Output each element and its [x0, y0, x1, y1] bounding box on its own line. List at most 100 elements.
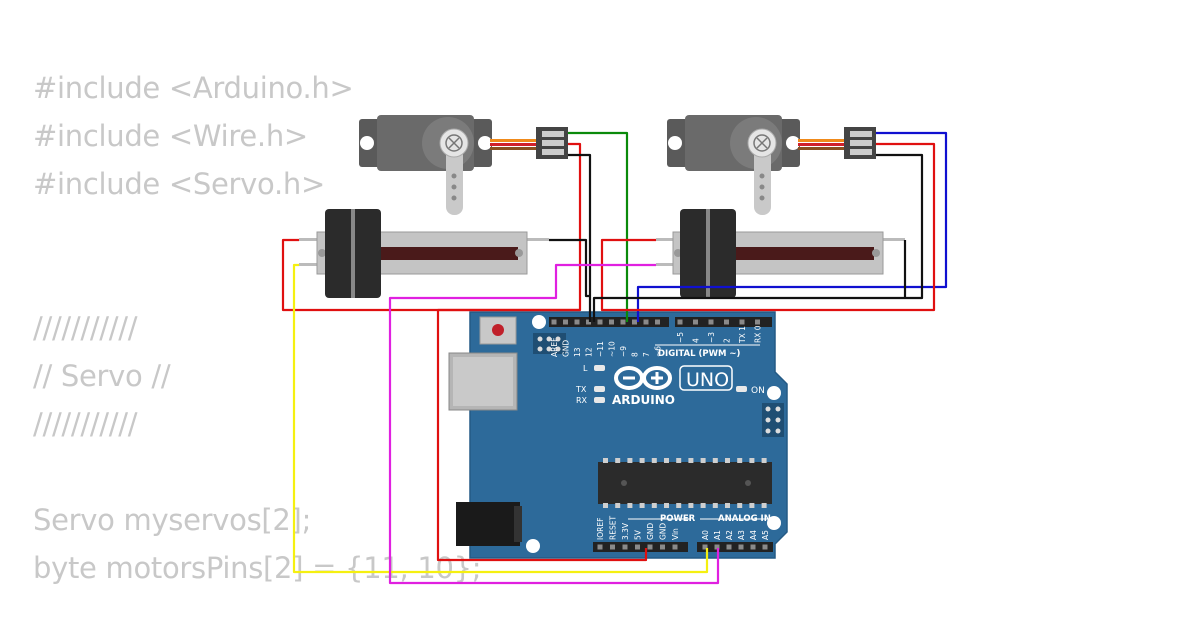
wire-servo2-vcc[interactable] [600, 142, 936, 312]
header-pin[interactable] [762, 544, 768, 550]
uno-badge [679, 365, 733, 391]
reset-button-cap[interactable] [492, 324, 504, 336]
pin-label: ~10 [608, 341, 617, 357]
led-on [736, 386, 747, 392]
pin-label: 4 [692, 338, 701, 343]
header-pin[interactable] [724, 319, 729, 325]
pin-label: A2 [725, 530, 734, 540]
wire-pot1-wiper[interactable] [292, 263, 709, 574]
chip-pin [712, 503, 718, 508]
digital-header-right [675, 317, 772, 327]
header-pin[interactable] [586, 319, 591, 325]
power-jack-edge [514, 506, 522, 542]
slide-potentiometer-2[interactable] [656, 209, 905, 298]
servo-motor-2[interactable] [667, 115, 876, 215]
pin-label: 12 [585, 347, 594, 357]
wire-servo2-gnd[interactable] [592, 153, 924, 322]
header-pin[interactable] [622, 544, 628, 550]
chip-pin [688, 503, 694, 508]
chip-pin [725, 458, 730, 463]
header-pin[interactable] [726, 544, 732, 550]
pin-label: ~3 [707, 332, 716, 343]
arduino-uno-board[interactable]: L TX RX ON ARDUINO UNO [448, 311, 788, 559]
header-pin[interactable] [739, 319, 745, 325]
header-pin[interactable] [677, 319, 683, 325]
header-pin[interactable] [708, 319, 714, 325]
header-pin[interactable] [609, 319, 614, 325]
header-pin[interactable] [632, 319, 637, 325]
code-line: #include <Servo.h> [33, 167, 325, 201]
servo-horn-icon [753, 134, 771, 152]
header-pin[interactable] [563, 319, 568, 325]
header-pin[interactable] [610, 544, 615, 550]
chip-pin [749, 458, 755, 463]
header-pin[interactable] [551, 319, 557, 325]
chip-pin [627, 503, 633, 508]
header-pin[interactable] [750, 544, 756, 550]
wire-servo1-signal[interactable] [568, 131, 629, 322]
chip-pin [664, 503, 669, 508]
wire-pot1-gnd[interactable] [549, 238, 590, 298]
pin-label: GND [646, 523, 655, 540]
header-pin[interactable] [660, 544, 665, 550]
led-l [594, 365, 605, 371]
header-pin[interactable] [755, 319, 760, 325]
mounting-hole [526, 539, 540, 553]
mounting-hole [767, 386, 781, 400]
power-label: POWER [660, 514, 696, 524]
icsp-header [533, 333, 566, 354]
header-pin[interactable] [702, 544, 708, 550]
chip-pin [749, 503, 755, 508]
header-pin[interactable] [738, 544, 744, 550]
wire-5v[interactable] [436, 308, 648, 562]
chip-pin [700, 503, 706, 508]
header-pin[interactable] [714, 544, 720, 550]
chip-pin [761, 458, 767, 463]
header-pin[interactable] [597, 319, 603, 325]
header-pin[interactable] [635, 544, 640, 550]
wire-pot2-wiper[interactable] [388, 263, 720, 585]
led-rx-label: RX [576, 396, 588, 405]
pin-label: RX 0 [754, 325, 763, 343]
pin-label: A5 [761, 530, 770, 540]
code-line: Servo myservos[2]; [33, 503, 312, 537]
header-pin[interactable] [597, 544, 603, 550]
pin-label: ~9 [619, 346, 628, 357]
wire-servo1-gnd[interactable] [568, 153, 592, 322]
header-pin[interactable] [672, 544, 678, 550]
power-header [593, 542, 688, 552]
analog-header [697, 542, 773, 552]
chip-pin [615, 458, 621, 463]
arduino-logo-icon [614, 366, 672, 390]
atmega-chip [598, 458, 772, 508]
header-pin[interactable] [647, 544, 653, 550]
icsp-header-right [762, 403, 784, 437]
chip-pin [639, 503, 645, 508]
chip-pin [688, 458, 694, 463]
chip-pin [651, 458, 657, 463]
header-pin[interactable] [693, 319, 698, 325]
pin-label: A4 [749, 530, 758, 540]
header-pin[interactable] [643, 319, 649, 325]
wire-servo1-vcc[interactable] [281, 142, 582, 312]
code-line: #include <Arduino.h> [33, 71, 354, 105]
pin-label: A1 [713, 530, 722, 540]
pin-label: ~11 [596, 341, 605, 357]
servo-horn-icon [445, 134, 463, 152]
slide-potentiometer-1[interactable] [299, 209, 549, 298]
pin-label: 3.3V [621, 522, 630, 540]
power-jack [456, 502, 520, 546]
header-pin[interactable] [620, 319, 626, 325]
code-line: /////////// [33, 311, 138, 345]
header-pin[interactable] [574, 319, 580, 325]
pin-label: A0 [701, 530, 710, 540]
chip-pin [603, 503, 608, 508]
digital-label: DIGITAL (PWM ~) [658, 349, 740, 359]
code-line: #include <Wire.h> [33, 119, 308, 153]
header-pin[interactable] [655, 319, 660, 325]
chip-pin [737, 503, 743, 508]
pin-label: 2 [723, 338, 732, 343]
servo-motor-1[interactable] [359, 115, 568, 215]
chip-pin [737, 458, 743, 463]
